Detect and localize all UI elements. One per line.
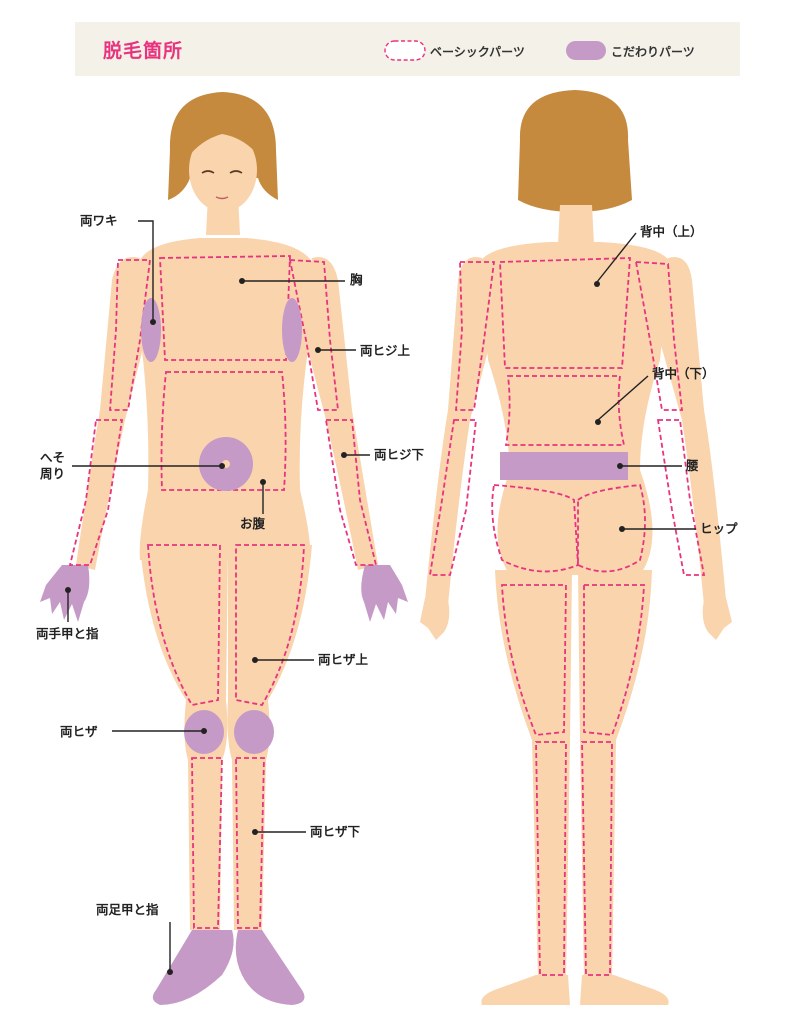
label-lower-arm: 両ヒジ下: [374, 447, 425, 462]
front-belly-area: [160, 371, 287, 491]
front-right-leg: [227, 545, 312, 930]
back-right-arm: [654, 256, 726, 605]
front-face: [189, 128, 257, 212]
front-right-foot: [235, 930, 305, 1005]
label-upper-arm: 両ヒジ上: [360, 343, 411, 358]
front-left-foot: [152, 930, 234, 1005]
front-right-upper-arm-area: [288, 259, 340, 411]
back-left-hip-area: [491, 484, 579, 573]
front-left-upper-arm-area: [109, 259, 152, 411]
front-chest-area: [159, 255, 291, 361]
front-callouts: 両ワキ 胸 両ヒジ上 へそ 周り 両ヒジ下 お腹 両手甲と指 両ヒザ上 両ヒザ …: [36, 213, 425, 975]
back-upper-back-area: [499, 257, 631, 369]
label-chest: 胸: [350, 272, 363, 287]
back-left-upper-arm-area: [455, 261, 496, 411]
back-hair-icon: [518, 90, 632, 212]
front-right-thigh-area: [235, 544, 305, 707]
back-right-leg: [578, 570, 652, 980]
label-thighs: 両ヒザ上: [318, 652, 369, 667]
legend-special-swatch: [566, 41, 606, 60]
back-right-forearm-area: [656, 419, 706, 576]
label-armpits: 両ワキ: [80, 213, 118, 228]
back-left-leg: [495, 570, 572, 980]
label-belly: お腹: [240, 516, 266, 531]
label-navel-line1: へそ: [40, 450, 65, 465]
front-figure: [40, 92, 408, 1005]
legend-basic-label: ベーシックパーツ: [430, 45, 525, 59]
back-callouts: 背中（上） 背中（下） 腰 ヒップ: [594, 224, 738, 536]
label-lower-back: 背中（下）: [652, 366, 715, 381]
front-left-thigh-area: [147, 544, 221, 707]
back-right-hip-area: [577, 484, 646, 573]
label-hands: 両手甲と指: [36, 626, 99, 641]
front-left-shin-area: [191, 757, 223, 929]
back-left-thigh-area: [501, 584, 567, 736]
back-left-calf-area: [535, 741, 567, 976]
label-hips: ヒップ: [700, 521, 738, 536]
front-right-armpit-area: [282, 298, 302, 362]
label-waist: 腰: [685, 458, 699, 473]
label-knees: 両ヒザ: [60, 724, 98, 739]
page-title: 脱毛箇所: [103, 39, 183, 62]
back-right-calf-area: [581, 741, 613, 976]
front-right-knee-area: [234, 710, 274, 754]
front-left-leg: [140, 545, 228, 930]
back-torso: [480, 242, 670, 575]
front-right-hand: [361, 565, 408, 622]
legend-basic-swatch: [384, 40, 426, 61]
back-left-forearm-area: [428, 419, 478, 576]
front-right-forearm-area: [324, 419, 378, 566]
front-left-arm: [76, 256, 150, 570]
back-left-arm: [425, 256, 496, 605]
back-waist-area: [500, 452, 628, 480]
legend-special-label: こだわりパーツ: [611, 45, 695, 59]
label-shins: 両ヒザ下: [310, 824, 361, 839]
header-bar: 脱毛箇所 ベーシックパーツ こだわりパーツ: [75, 22, 740, 76]
front-right-shin-area: [235, 757, 265, 929]
front-torso: [139, 238, 312, 560]
back-right-upper-arm-area: [634, 261, 684, 411]
label-navel-line2: 周り: [40, 466, 65, 481]
front-left-hand: [40, 565, 90, 622]
back-lower-back-area: [504, 375, 626, 446]
front-left-forearm-area: [68, 419, 124, 566]
front-left-armpit-area: [141, 298, 161, 362]
label-upper-back: 背中（上）: [640, 224, 703, 239]
back-figure: [420, 90, 732, 1005]
label-feet: 両足甲と指: [96, 902, 159, 917]
